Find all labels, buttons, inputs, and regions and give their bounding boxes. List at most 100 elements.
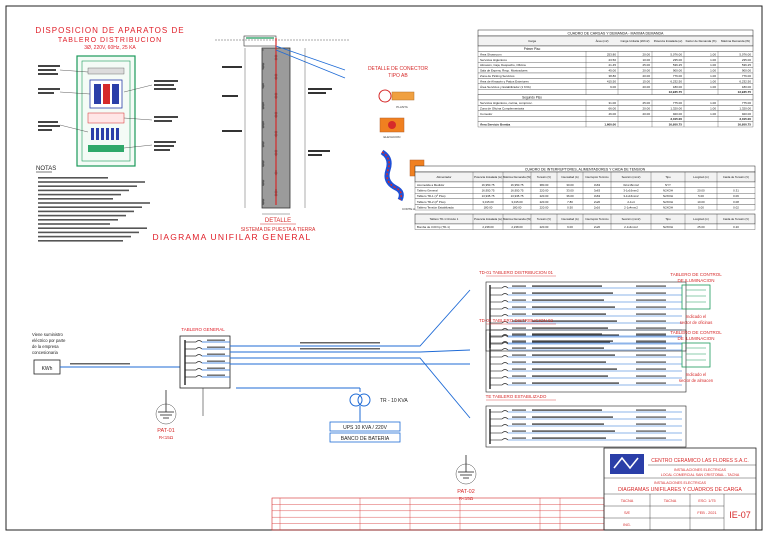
demand-table-cell: 1,320.00 bbox=[670, 106, 682, 110]
breaker-table-header: Sección (mm2) bbox=[622, 217, 641, 221]
project-line1: INSTALACIONES ELECTRICAS bbox=[674, 468, 727, 472]
breaker-table-cell: 5.00 bbox=[698, 205, 704, 209]
demand-table-cell: 1.00 bbox=[710, 69, 716, 73]
breaker-table-cell: 3x63 bbox=[594, 194, 601, 198]
demand-table-cell: 900.00 bbox=[673, 69, 683, 73]
demand-table-cell: Área Servicios y Estabilizador (1 KVA) bbox=[480, 85, 531, 89]
breaker-table-cell: Tablero Tensión Estabilizada bbox=[417, 205, 454, 209]
demand-table-cell: 536.25 bbox=[673, 63, 683, 67]
demand-table-cell: 20.00 bbox=[642, 85, 650, 89]
demand-table-cell: Área Showroom bbox=[480, 52, 502, 56]
unifilar-title: DIAGRAMA UNIFILAR GENERAL bbox=[153, 232, 312, 242]
demand-table-cell: 235.00 bbox=[742, 58, 752, 62]
demand-table-cell: 20.00 bbox=[642, 106, 650, 110]
breaker-table-header: Sección (mm2) bbox=[622, 175, 641, 179]
tb-field-6: S/E bbox=[624, 511, 631, 515]
panel-layout: DISPOSICION DE APARATOS DE TABLERO DISTR… bbox=[35, 26, 184, 167]
demand-table-cell: Área Servicio Bomba bbox=[480, 122, 511, 127]
breaker-table-cell: 0.08 bbox=[733, 200, 739, 204]
breaker-table-header: Caída de Tensión (V) bbox=[723, 175, 749, 179]
connector-label-cut: CORTE A-A bbox=[402, 207, 418, 211]
demand-table-cell: 1,600.00 bbox=[604, 123, 616, 127]
distribution-board-3: TE TABLERO ESTABILIZADO bbox=[486, 394, 687, 448]
board-label: TE TABLERO ESTABILIZADO bbox=[486, 394, 547, 399]
breaker-table-cell: N2XOH bbox=[663, 200, 673, 204]
kwh-label: KWh bbox=[42, 366, 53, 372]
breaker-table-cell: 16,950.75 bbox=[482, 189, 495, 193]
grounding-detail-subtitle: SISTEMA DE PUESTA A TIERRA bbox=[241, 227, 316, 233]
side-note-3b: sector de almacen bbox=[679, 378, 714, 383]
demand-table-cell: 5,076.00 bbox=[670, 52, 682, 56]
grounding-detail: DETALLE SISTEMA DE PUESTA A TIERRA bbox=[215, 35, 350, 233]
breaker-table-cell: 3x63 bbox=[594, 189, 601, 193]
demand-table-cell: Servicios Higiénicos, cocina, comprcoc. bbox=[480, 101, 533, 105]
breaker-table-cell: 10.00 bbox=[697, 200, 705, 204]
main-board: TABLERO GENERAL bbox=[179, 327, 231, 416]
sheet-line1: INSTALACIONES ELECTRICAS bbox=[654, 481, 707, 485]
breaker-table-cell: 0.02 bbox=[733, 205, 739, 209]
ground-pit-1-label: PAT-01 bbox=[157, 428, 175, 434]
demand-table-cell: 776.00 bbox=[742, 74, 752, 78]
demand-table-cell: 16,950.75 bbox=[738, 123, 752, 127]
breaker-table-cell: 25.00 bbox=[697, 225, 705, 229]
demand-table-cell: 1.00 bbox=[710, 52, 716, 56]
breaker-table-header: Interruptor Termico bbox=[585, 217, 609, 221]
demand-table-cell: 16,950.75 bbox=[669, 123, 683, 127]
tb-field-1: TACNA bbox=[621, 499, 634, 503]
breaker-table-header: Tensión (V) bbox=[537, 175, 551, 179]
side-note-3a: Indicado el bbox=[686, 372, 706, 377]
breaker-table-cell: Tablero TD-1 (1º Piso) bbox=[417, 194, 446, 198]
demand-table-cell: Servicios Higiénicos bbox=[480, 58, 507, 62]
demand-table-cell: 536.25 bbox=[742, 63, 752, 67]
connector-label-elev: ELEVACION bbox=[384, 135, 401, 139]
demand-table-cell: 25.00 bbox=[642, 63, 650, 67]
battery-label: BANCO DE BATERIA bbox=[341, 436, 390, 442]
demand-table-cell: 900.00 bbox=[742, 69, 752, 73]
ups-label: UPS 10 KVA / 220V bbox=[343, 425, 387, 431]
breaker-table-cell: Tablero General bbox=[417, 189, 438, 193]
panel-title-line3: 3Ø, 220V, 60Hz, 25 KA bbox=[84, 45, 136, 51]
demand-table-cell: 920.00 bbox=[673, 112, 683, 116]
breaker-table-cell: 220.00 bbox=[540, 225, 549, 229]
ground-pit-2-label: PAT-02 bbox=[457, 489, 475, 495]
panel-title-line1: DISPOSICION DE APARATOS DE bbox=[35, 26, 184, 35]
demand-table-cell: 1.00 bbox=[710, 101, 716, 105]
breaker-table-header: Tablero TD-1 Circuito 1 bbox=[430, 217, 459, 221]
demand-table-cell: 775.00 bbox=[673, 101, 683, 105]
breaker-table-cell: 180.00 bbox=[513, 205, 522, 209]
demand-table-section: Primer Piso bbox=[524, 47, 541, 51]
breaker-table-cell: 13,935.75 bbox=[482, 194, 495, 198]
breaker-table-header: Intensidad (A) bbox=[561, 175, 578, 179]
demand-table-cell: 253.80 bbox=[607, 52, 617, 56]
breaker-table-header: Tipo bbox=[665, 175, 671, 179]
demand-table-cell: 25.00 bbox=[642, 101, 650, 105]
demand-table-cell: 920.00 bbox=[742, 112, 752, 116]
connector-title: DETALLE DE CONECTOR bbox=[368, 66, 428, 72]
supply-text-4: concesionaria bbox=[32, 350, 59, 355]
breaker-table-cell: 13,935.75 bbox=[511, 194, 524, 198]
company-name: CENTRO CERAMICO LAS FLORES S.A.C. bbox=[651, 458, 749, 464]
connector-label-front: PLANTA bbox=[396, 105, 407, 109]
demand-table-header: Carga Unitaria (W/m2) bbox=[621, 39, 650, 43]
main-board-label: TABLERO GENERAL bbox=[181, 327, 225, 332]
breaker-table-cell: Acometida a Medidor bbox=[417, 183, 444, 187]
demand-table-header: Área (m2) bbox=[596, 39, 609, 43]
supply-text-1: Viene suministro bbox=[32, 332, 64, 337]
breaker-table-cell: 180.00 bbox=[484, 205, 493, 209]
demand-table-cell: Almacén, Caja, Despacho, Oficina bbox=[480, 63, 526, 67]
breaker-table-header: Longitud (m) bbox=[693, 217, 709, 221]
demand-table-cell: 1.00 bbox=[710, 58, 716, 62]
breaker-table-cell: 0.50 bbox=[567, 205, 573, 209]
demand-table-cell: 66.00 bbox=[608, 106, 616, 110]
demand-table-cell: 6,232.50 bbox=[670, 79, 682, 83]
demand-table-cell: 1.00 bbox=[710, 106, 716, 110]
breaker-table-cell: 20.00 bbox=[697, 189, 705, 193]
demand-table-cell: Sala de Espera, Recp. Mostradores bbox=[480, 69, 528, 73]
breaker-table-header: Longitud (m) bbox=[693, 175, 709, 179]
notes-block: NOTAS bbox=[36, 166, 150, 242]
breaker-table-cell: 33.00 bbox=[566, 189, 574, 193]
breaker-table-header: Tensión (V) bbox=[537, 217, 551, 221]
demand-table-cell: 13,935.75 bbox=[738, 90, 752, 94]
demand-table-cell: 13,935.75 bbox=[669, 90, 683, 94]
breaker-table-cell: 30.00 bbox=[566, 183, 574, 187]
